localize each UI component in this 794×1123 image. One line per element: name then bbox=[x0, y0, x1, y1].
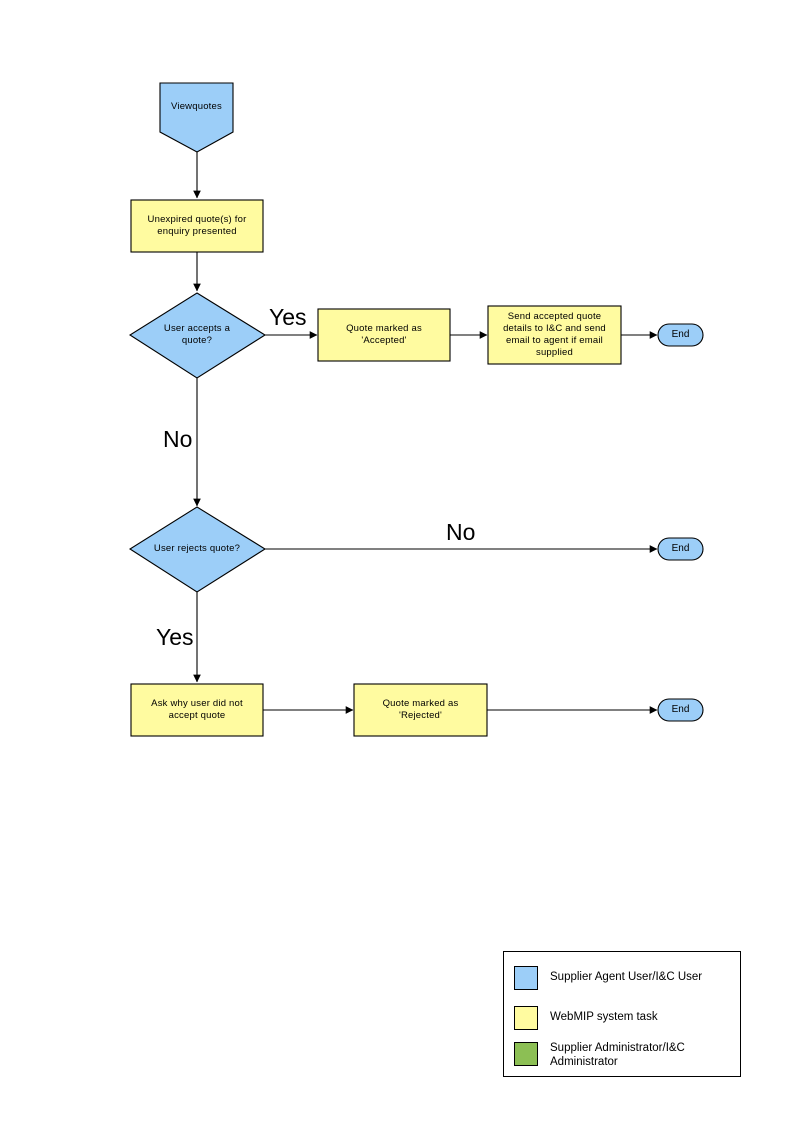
legend-swatch-user-blue bbox=[514, 966, 538, 990]
node-quote-marked-accepted[interactable] bbox=[317, 308, 451, 362]
legend-label-webmip-system-task: WebMIP system task bbox=[550, 1011, 658, 1023]
legend: Supplier Agent User/I&C User WebMIP syst… bbox=[503, 951, 741, 1077]
edge-label-rejects-yes: Yes bbox=[156, 624, 194, 650]
connector-group bbox=[193, 152, 658, 714]
node-end-terminator-2-label: End bbox=[671, 543, 690, 554]
edge-label-accepts-yes: Yes bbox=[269, 304, 307, 330]
legend-swatch-system-yellow bbox=[514, 1006, 538, 1030]
legend-item-supplier-administrator: Supplier Administrator/I&C Administrator bbox=[514, 1042, 735, 1069]
node-end-terminator-1[interactable] bbox=[657, 323, 704, 347]
node-end-terminator-1-label: End bbox=[671, 329, 690, 340]
node-start-viewquotes[interactable] bbox=[159, 82, 234, 153]
node-end-terminator-3[interactable] bbox=[657, 698, 704, 722]
node-send-accepted-details[interactable] bbox=[487, 305, 622, 365]
node-decision-user-accepts[interactable] bbox=[128, 292, 267, 379]
edge-label-accepts-no: No bbox=[163, 426, 193, 452]
node-quote-marked-rejected[interactable] bbox=[353, 683, 488, 737]
node-ask-why-not-accepted[interactable] bbox=[130, 683, 264, 737]
legend-swatch-admin-green bbox=[514, 1042, 538, 1066]
node-unexpired-quotes[interactable] bbox=[130, 199, 264, 253]
legend-label-supplier-administrator: Supplier Administrator/I&C Administrator bbox=[550, 1042, 685, 1068]
node-end-terminator-2[interactable] bbox=[657, 537, 704, 561]
node-end-terminator-3-label: End bbox=[671, 704, 690, 715]
legend-item-webmip-system-task: WebMIP system task bbox=[514, 1006, 658, 1030]
node-decision-user-rejects[interactable] bbox=[128, 506, 267, 593]
edge-label-rejects-no: No bbox=[446, 519, 476, 545]
legend-label-supplier-agent-user: Supplier Agent User/I&C User bbox=[550, 971, 703, 983]
legend-item-supplier-agent-user: Supplier Agent User/I&C User bbox=[514, 966, 702, 990]
